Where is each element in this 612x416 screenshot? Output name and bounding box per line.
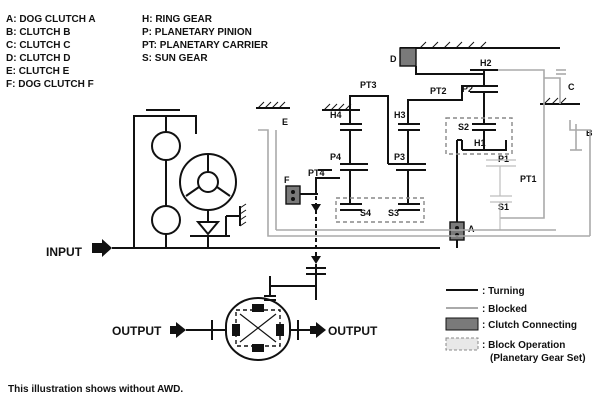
pt1-label: PT1 bbox=[520, 174, 537, 184]
blocked-members bbox=[420, 69, 590, 237]
input-label: INPUT bbox=[46, 245, 83, 259]
dog-clutch-f-connecting-icon bbox=[285, 185, 301, 205]
key-turning: : Turning bbox=[482, 286, 525, 297]
planetary-set-middle: PT2 H3 P3 S3 bbox=[388, 85, 470, 218]
legend-d: D: CLUTCH D bbox=[6, 53, 70, 64]
h2-label: H2 bbox=[480, 58, 492, 68]
s1-label: S1 bbox=[498, 202, 509, 212]
legend-e: E: CLUTCH E bbox=[6, 66, 70, 77]
line-key: : Turning : Blocked : Clutch Connecting … bbox=[445, 286, 586, 364]
clutch-c-label: C bbox=[568, 82, 575, 92]
key-block-operation-swatch bbox=[445, 337, 479, 351]
legend-a: A: DOG CLUTCH A bbox=[6, 14, 96, 25]
torque-converter bbox=[151, 115, 247, 248]
clutch-e-label: E bbox=[282, 117, 288, 127]
housing-grounds bbox=[146, 41, 580, 111]
differential bbox=[186, 297, 310, 361]
dog-clutch-a-connecting-icon bbox=[449, 221, 465, 241]
legend-sun-gear: S: SUN GEAR bbox=[142, 53, 208, 64]
s4-label: S4 bbox=[360, 208, 371, 218]
h4-label: H4 bbox=[330, 110, 342, 120]
output-right-label: OUTPUT bbox=[328, 324, 378, 338]
pt2-label: PT2 bbox=[430, 86, 447, 96]
input-shaft: INPUT bbox=[46, 115, 440, 259]
clutch-d-connecting-icon bbox=[399, 47, 417, 67]
clutch-e: E bbox=[258, 117, 420, 237]
legend-f: F: DOG CLUTCH F bbox=[6, 79, 94, 90]
planetary-set-rear: PT3 H4 P4 PT4 S4 bbox=[308, 80, 389, 218]
p1-label: P1 bbox=[498, 154, 509, 164]
shaft-arrow-down-lower-icon bbox=[311, 256, 321, 264]
clutch-b: B bbox=[569, 120, 593, 236]
legend-planetary-pinion: P: PLANETARY PINION bbox=[142, 27, 252, 38]
s2-label: S2 bbox=[458, 122, 469, 132]
h3-label: H3 bbox=[394, 110, 406, 120]
pt3-label: PT3 bbox=[360, 80, 377, 90]
output-left-label: OUTPUT bbox=[112, 324, 162, 338]
dog-clutch-a: A bbox=[449, 140, 475, 248]
p3-label: P3 bbox=[394, 152, 405, 162]
clutch-d-label: D bbox=[390, 54, 397, 64]
parts-legend: H: RING GEAR P: PLANETARY PINION PT: PLA… bbox=[142, 14, 269, 64]
p2-label: P2 bbox=[462, 84, 473, 94]
output-right-arrow-icon bbox=[310, 322, 326, 338]
differential-housing-icon bbox=[225, 297, 291, 361]
clutch-c: C bbox=[544, 69, 575, 104]
dog-clutch-f: F bbox=[284, 175, 318, 205]
clutch-d: D bbox=[390, 47, 484, 75]
legend-planetary-carrier: PT: PLANETARY CARRIER bbox=[142, 40, 269, 51]
outputs: OUTPUT OUTPUT bbox=[112, 322, 378, 338]
one-way-clutch-icon bbox=[195, 221, 221, 236]
shaft-arrow-down-icon bbox=[311, 204, 321, 212]
dog-clutch-f-label: F bbox=[284, 175, 290, 185]
key-clutch-swatch bbox=[445, 317, 479, 331]
block-operation-box-s2-h1 bbox=[445, 117, 513, 155]
legend-b: B: CLUTCH B bbox=[6, 27, 70, 38]
h1-label: H1 bbox=[474, 138, 486, 148]
pt4-label: PT4 bbox=[308, 168, 325, 178]
planetary-set-front: H2 P2 S2 H1 P1 PT1 S1 bbox=[457, 58, 537, 212]
p4-label: P4 bbox=[330, 152, 341, 162]
key-block-operation: : Block Operation bbox=[482, 340, 565, 351]
legend-c: C: CLUTCH C bbox=[6, 40, 70, 51]
block-operation-box-s3-s4 bbox=[335, 197, 425, 223]
legend-ring-gear: H: RING GEAR bbox=[142, 14, 213, 25]
key-blocked: : Blocked bbox=[482, 304, 527, 315]
footnote: This illustration shows without AWD. bbox=[8, 384, 183, 395]
dog-clutch-a-label: A bbox=[468, 224, 475, 234]
key-block-operation-sub: (Planetary Gear Set) bbox=[490, 353, 586, 364]
output-shaft bbox=[264, 196, 326, 300]
s3-label: S3 bbox=[388, 208, 399, 218]
abbreviation-legend: A: DOG CLUTCH A B: CLUTCH B C: CLUTCH C … bbox=[6, 14, 96, 90]
input-arrow-icon bbox=[92, 239, 112, 257]
key-clutch-connecting: : Clutch Connecting bbox=[482, 320, 577, 331]
output-left-arrow-icon bbox=[170, 322, 186, 338]
